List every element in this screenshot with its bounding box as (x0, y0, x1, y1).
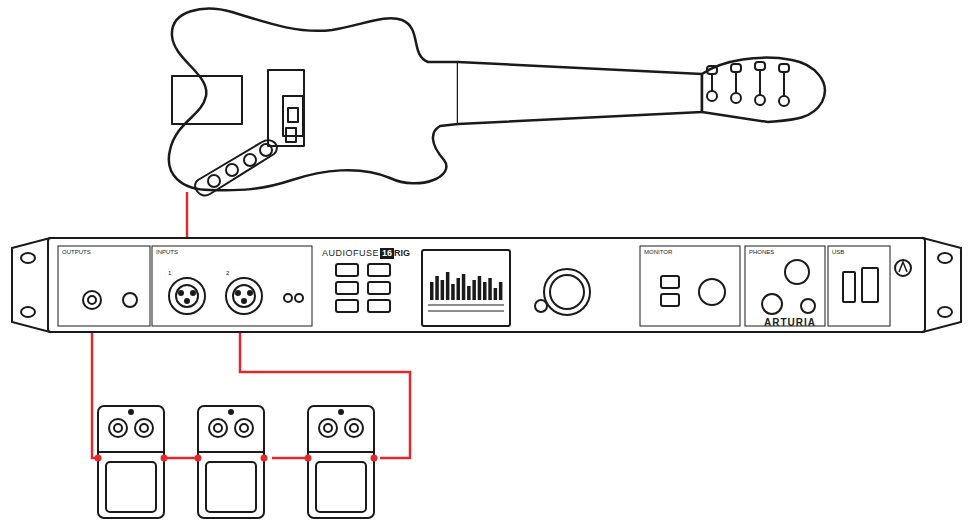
pedal (95, 406, 168, 518)
section-label: PHONES (749, 249, 774, 255)
pedal (305, 406, 378, 518)
meter-bar (462, 274, 466, 300)
meter-bar (488, 278, 492, 300)
section-label: OUTPUTS (62, 249, 91, 255)
product-name: 16 (380, 248, 394, 259)
brand-name: ARTURIA (764, 318, 816, 328)
meter-bar (451, 284, 455, 300)
meter-bar (472, 280, 476, 300)
product-name: RIG (394, 249, 410, 258)
section-label: USB (832, 249, 844, 255)
section-label: INPUTS (156, 249, 178, 255)
rack-unit (12, 238, 961, 332)
meter-bar (441, 280, 445, 300)
meter-bar (499, 282, 503, 300)
effect-pedals (95, 406, 378, 518)
channel-number: 2 (226, 270, 229, 276)
meter-bar (494, 288, 498, 300)
bass-guitar (169, 9, 825, 196)
meter-bar (467, 286, 471, 300)
meter-bar (483, 282, 487, 300)
section-label: MONITOR (644, 249, 672, 255)
meter-bar (435, 276, 439, 300)
meter-bar (446, 272, 450, 300)
channel-number: 1 (168, 270, 171, 276)
meter-bar (457, 278, 461, 300)
pedal (195, 406, 268, 518)
meter-bar (430, 282, 434, 300)
meter-bar (478, 276, 482, 300)
product-name: AUDIOFUSE (322, 249, 379, 258)
